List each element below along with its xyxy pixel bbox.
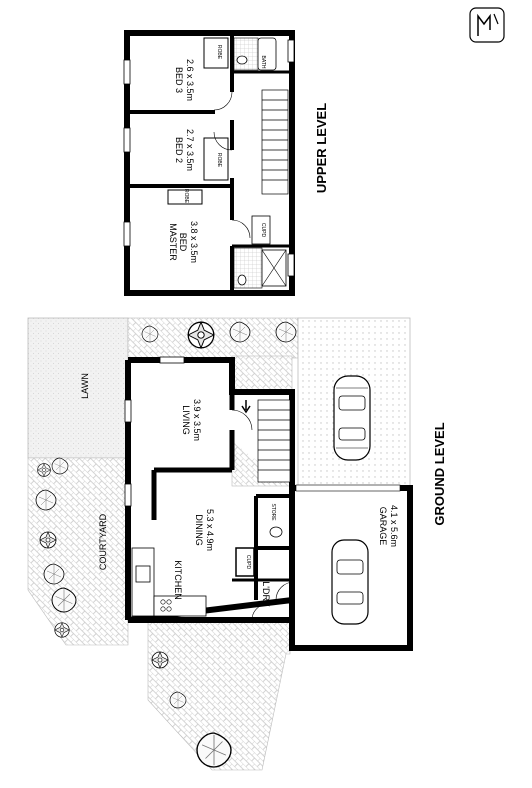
ground-level-heading: GROUND LEVEL	[432, 422, 447, 525]
bed2-size: 2.7 x 3.5m	[185, 129, 195, 171]
robe-bed3-label: ROBE	[216, 45, 222, 60]
dining-size: 5.3 x 4.9m	[205, 509, 215, 551]
upper-level-plan	[123, 30, 295, 296]
car-icon	[333, 375, 371, 461]
store-label: STORE	[270, 503, 276, 521]
garage-label: GARAGE	[378, 507, 388, 546]
garage-car-icon	[331, 539, 369, 625]
master-size: 3.8 x 3.5m	[189, 221, 199, 263]
upper-level-heading: UPPER LEVEL	[314, 103, 329, 193]
garage-size: 4.1 x 5.6m	[389, 505, 399, 547]
master-label-2: BED	[178, 233, 188, 252]
cupd-upper-label: CUPD	[260, 223, 266, 238]
plant-icon	[39, 531, 57, 549]
laundry-label: L'DRY	[261, 581, 271, 607]
lawn-label: LAWN	[80, 373, 90, 399]
master-label-1: MASTER	[168, 223, 178, 261]
cupd-ground-label: CUPD	[245, 555, 251, 570]
living-size: 3.9 x 3.5m	[192, 399, 202, 441]
robe-master-label: ROBE	[183, 189, 189, 204]
bed3-size: 2.6 x 3.5m	[185, 59, 195, 101]
robe-bed2-label: ROBE	[216, 153, 222, 168]
lawn-area	[27, 317, 129, 459]
plant-icon	[54, 622, 70, 638]
tree-canopy-icon	[187, 321, 215, 349]
bath-label: BATH	[260, 56, 266, 69]
bed3-label: BED 3	[174, 67, 184, 93]
living-label: LIVING	[181, 405, 191, 435]
dining-label: DINING	[194, 514, 204, 546]
courtyard-paving	[27, 457, 129, 646]
bed2-label: BED 2	[174, 137, 184, 163]
plant-icon	[37, 463, 51, 477]
plant-icon	[151, 651, 169, 669]
kitchen-label: KITCHEN	[173, 560, 183, 600]
north-arrow-icon	[469, 7, 505, 43]
courtyard-label: COURTYARD	[98, 513, 108, 570]
